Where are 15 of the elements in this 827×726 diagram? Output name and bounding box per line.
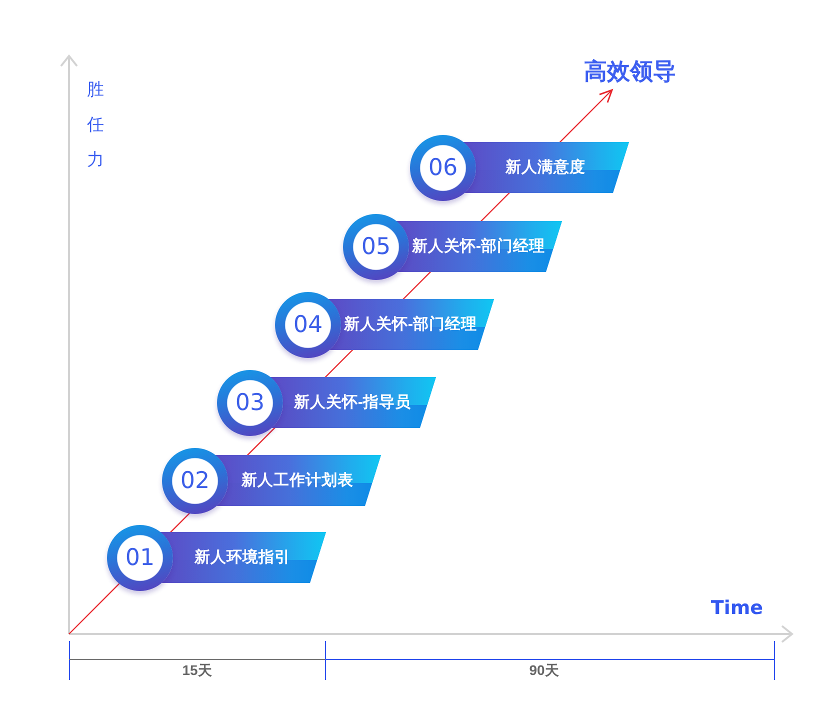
step-banner: 新人关怀-部门经理 (396, 221, 562, 272)
axis-title: Time (710, 596, 764, 621)
step-banner: 新人关怀-部门经理 (328, 299, 494, 350)
goal-label: 高效领导 (583, 57, 677, 86)
step-banner: 新人环境指引 (160, 532, 326, 583)
step-banner: 新人满意度 (463, 142, 629, 193)
number-badge: 06 (410, 135, 476, 201)
number-badge: 02 (162, 448, 228, 514)
axis-title: 胜任力 (86, 79, 105, 171)
step-banner: 新人关怀-指导员 (270, 377, 436, 428)
number-badge: 03 (217, 370, 283, 436)
number-badge: 01 (107, 525, 173, 591)
step-banner: 新人工作计划表 (215, 455, 381, 506)
number-badge: 05 (343, 214, 409, 280)
number-badge: 04 (275, 292, 341, 358)
